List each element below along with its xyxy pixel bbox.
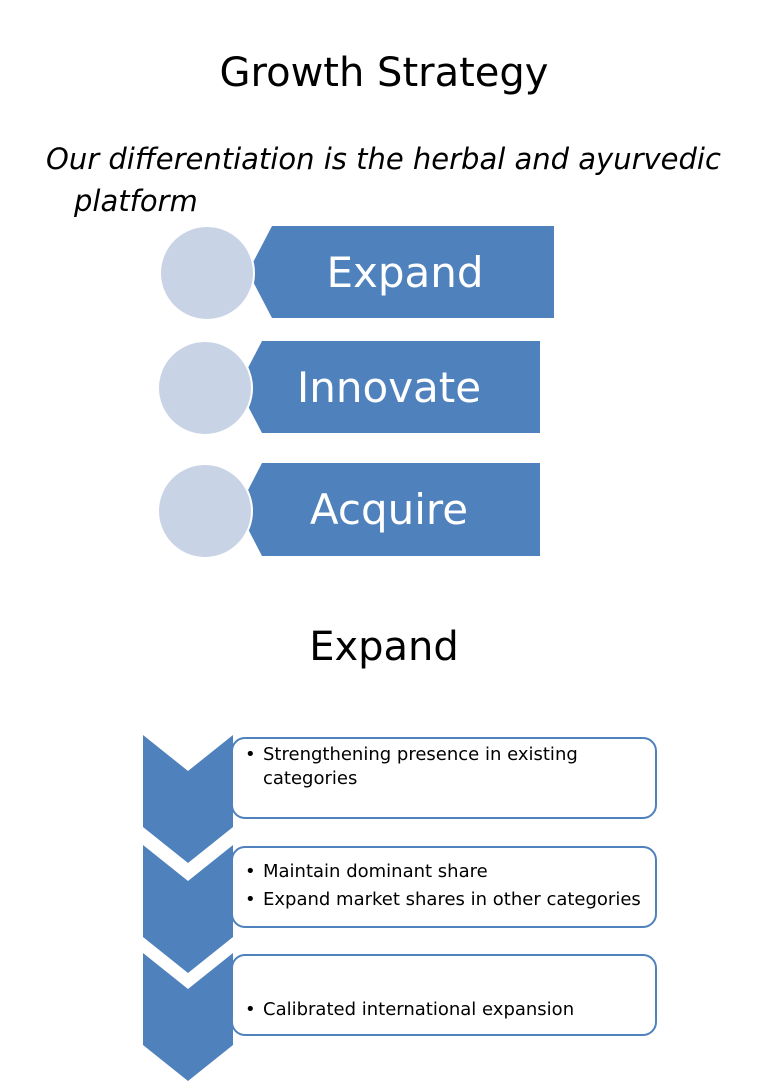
subtitle: Our differentiation is the herbal and ay… xyxy=(46,138,736,222)
strategy-label-expand: Expand xyxy=(326,247,484,297)
chevron-down-icon xyxy=(143,845,233,973)
bullet-list-3: Calibrated international expansion xyxy=(245,998,645,1022)
strategy-arrow-innovate: Innovate xyxy=(238,341,540,433)
strategy-label-innovate: Innovate xyxy=(296,362,482,412)
subtitle-line-1: Our differentiation is the herbal and ay… xyxy=(46,142,721,176)
bullet-list-2: Maintain dominant share Expand market sh… xyxy=(245,860,645,912)
strategy-circle-expand xyxy=(159,225,255,321)
bullet-item: Calibrated international expansion xyxy=(245,998,645,1022)
subtitle-line-2: platform xyxy=(74,184,198,218)
strategy-label-acquire: Acquire xyxy=(309,485,469,534)
expand-section-heading: Expand xyxy=(309,624,459,670)
detail-box-2: Maintain dominant share Expand market sh… xyxy=(231,846,657,928)
bullet-list-1: Strengthening presence in existing categ… xyxy=(245,743,645,791)
strategy-arrow-expand: Expand xyxy=(248,226,554,318)
strategy-circle-acquire xyxy=(157,463,253,559)
strategy-circle-innovate xyxy=(157,340,253,436)
bullet-item: Strengthening presence in existing categ… xyxy=(245,743,645,791)
detail-box-3: Calibrated international expansion xyxy=(231,954,657,1036)
chevron-down-icon xyxy=(143,735,233,863)
detail-box-1: Strengthening presence in existing categ… xyxy=(231,737,657,819)
bullet-item: Expand market shares in other categories xyxy=(245,888,645,912)
bullet-item: Maintain dominant share xyxy=(245,860,645,884)
slide-title: Growth Strategy xyxy=(219,50,549,96)
strategy-arrow-acquire: Acquire xyxy=(238,463,540,556)
